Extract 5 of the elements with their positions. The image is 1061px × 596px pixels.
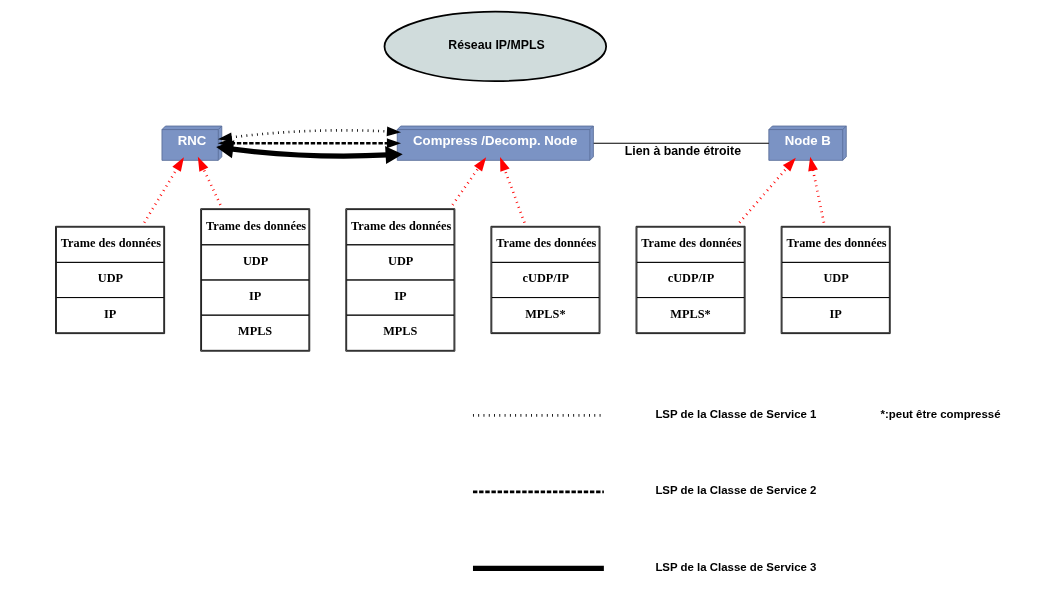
legend-label: LSP de la Classe de Service 1 xyxy=(655,407,817,420)
legend-label: LSP de la Classe de Service 3 xyxy=(655,560,817,573)
label: *:peut être compressé xyxy=(880,407,1001,420)
legend-label: LSP de la Classe de Service 2 xyxy=(655,484,817,497)
edge-label: Lien à bande étroite xyxy=(624,143,741,158)
